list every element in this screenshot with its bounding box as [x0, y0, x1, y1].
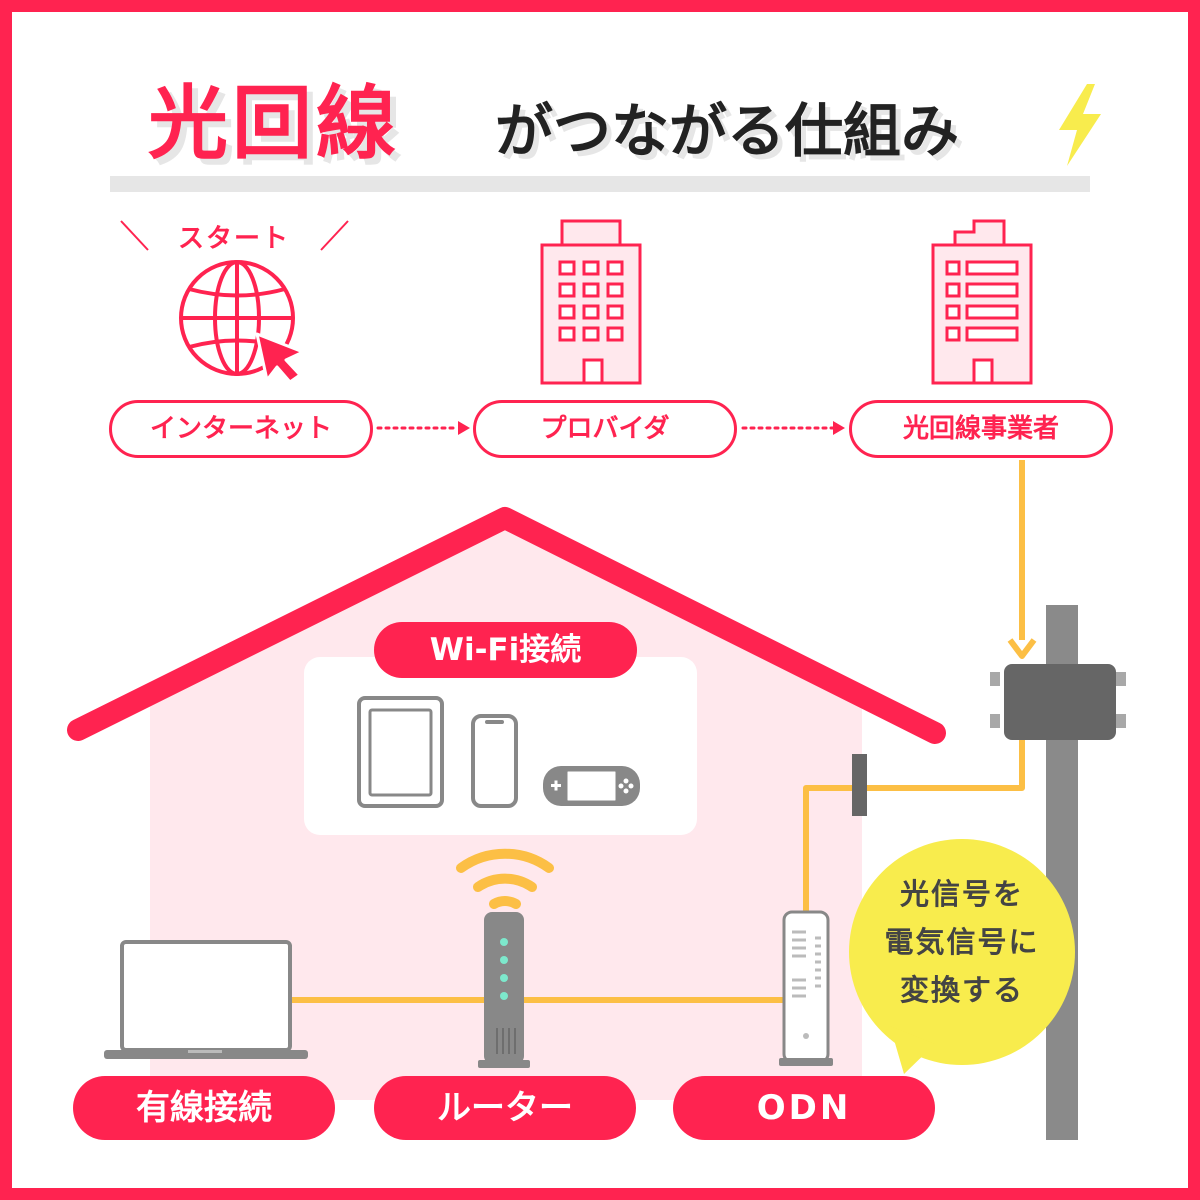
start-burst-right [320, 220, 349, 251]
odn-device-icon [779, 910, 833, 1066]
start-burst-left [120, 220, 149, 251]
callout-line-2: 電気信号に [884, 925, 1040, 959]
lightning-icon [1059, 84, 1101, 166]
laptop-icon [104, 940, 308, 1059]
callout-text: 光信号を 電気信号に 変換する [858, 870, 1066, 1014]
router-label: ルーター [374, 1076, 636, 1140]
flow-arrow-1 [376, 421, 470, 435]
closure-box [990, 664, 1126, 740]
isp-cable-arrow [1007, 638, 1037, 659]
router-icon [478, 912, 530, 1068]
provider-building-icon [540, 219, 642, 385]
node-internet: インターネット [109, 400, 373, 458]
title-row: 光回線 がつながる仕組み [0, 78, 1200, 188]
wifi-panel [304, 657, 697, 835]
node-provider: プロバイダ [473, 400, 737, 458]
callout-line-1: 光信号を [899, 877, 1024, 911]
odn-label: ODN [673, 1076, 935, 1140]
wifi-icon [456, 848, 554, 909]
title-sub: がつながる仕組み [495, 97, 960, 165]
game-console-icon [543, 766, 640, 806]
callout-bubble [849, 839, 1075, 1074]
cursor-icon [255, 332, 305, 384]
phone-icon [471, 714, 518, 808]
wall-connector [852, 754, 867, 816]
title-underline [110, 176, 1090, 192]
start-label: スタート [178, 224, 291, 254]
house-roof [67, 507, 946, 744]
title-main: 光回線 [148, 77, 400, 170]
wifi-connection-label: Wi-Fi接続 [374, 622, 637, 678]
node-fiber-operator: 光回線事業者 [849, 400, 1113, 458]
callout-line-3: 変換する [899, 973, 1024, 1007]
isp-building-icon [931, 219, 1033, 385]
drop-cable [803, 740, 1025, 912]
tablet-icon [357, 696, 444, 808]
wired-connection-label: 有線接続 [73, 1076, 335, 1140]
flow-arrow-2 [741, 421, 845, 435]
